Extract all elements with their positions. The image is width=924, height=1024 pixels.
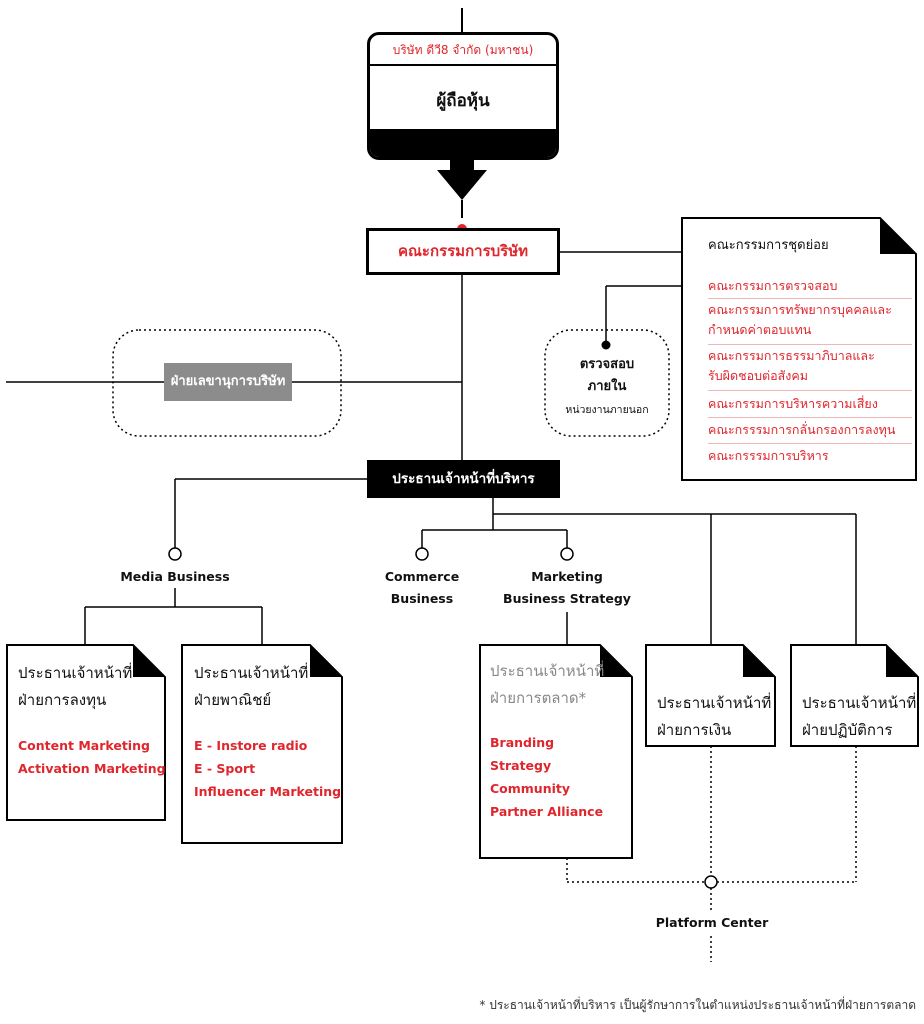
department-marketing-items: Branding Strategy Community Partner Alli… <box>490 731 603 823</box>
department-title-line1: ประธานเจ้าหน้าที่ <box>18 664 133 682</box>
internal-audit-title: ตรวจสอบ ภายใน <box>545 354 669 398</box>
department-commerce-items: E - Instore radio E - Sport Influencer M… <box>194 734 341 803</box>
department-operations: ประธานเจ้าหน้าที่ ฝ่ายปฏิบัติการ <box>802 690 916 744</box>
commerce-line1: Commerce <box>384 569 460 584</box>
subcommittee-item: คณะกรรมการทรัพยากรบุคคลและ กำหนดค่าตอบแท… <box>708 302 892 337</box>
subcommittee-item: คณะกรรมการตรวจสอบ <box>708 278 838 293</box>
card-divider <box>370 64 556 66</box>
down-arrow-icon <box>437 160 487 200</box>
department-item: Community <box>490 781 571 796</box>
subcommittee-note-shape <box>681 217 917 481</box>
footnote: * ประธานเจ้าหน้าที่บริหาร เป็นผู้รักษากา… <box>479 998 916 1012</box>
department-title-line1: ประธานเจ้าหน้าที่ <box>194 664 309 682</box>
department-title-line2: ฝ่ายการลงทุน <box>18 691 107 709</box>
department-finance: ประธานเจ้าหน้าที่ ฝ่ายการเงิน <box>657 690 771 744</box>
department-title-line1: ประธานเจ้าหน้าที่ <box>802 694 917 712</box>
internal-audit-subtitle: หน่วยงานภายนอก <box>565 404 649 416</box>
card-footer-band <box>370 129 556 157</box>
platform-center-label: Platform Center <box>655 915 769 930</box>
company-name: บริษัท ดีวี8 จำกัด (มหาชน) <box>392 43 534 57</box>
item-separator <box>708 298 912 299</box>
department-item: Activation Marketing <box>18 761 166 776</box>
department-item: Influencer Marketing <box>194 784 342 799</box>
subcommittee-item: คณะกรรรมการบริหาร <box>708 448 829 463</box>
item-separator <box>708 390 912 391</box>
subcommittee-item: คณะกรรรมการกลั่นกรองการลงทุน <box>708 422 896 437</box>
department-title-line2: ฝ่ายพาณิชย์ <box>194 691 272 709</box>
department-title-line2: ฝ่ายปฏิบัติการ <box>802 721 893 739</box>
shareholders-title: ผู้ถือหุ้น <box>436 91 490 111</box>
subcommittee-item: คณะกรรมการบริหารความเสี่ยง <box>708 396 878 411</box>
department-title-line1: ประธานเจ้าหน้าที่ <box>490 662 605 680</box>
department-commerce: ประธานเจ้าหน้าที่ ฝ่ายพาณิชย์ <box>194 660 308 714</box>
marketing-line1: Marketing <box>531 569 603 584</box>
item-separator <box>708 443 912 444</box>
commerce-line2: Business <box>390 591 454 606</box>
item-separator <box>708 417 912 418</box>
subcommittee-title: คณะกรรมการชุดย่อย <box>708 238 829 253</box>
department-title-line2: ฝ่ายการเงิน <box>657 721 732 739</box>
item-separator <box>708 344 912 345</box>
internal-audit-line2: ภายใน <box>587 379 627 394</box>
department-item: Content Marketing <box>18 738 150 753</box>
department-item: E - Sport <box>194 761 256 776</box>
department-investment: ประธานเจ้าหน้าที่ ฝ่ายการลงทุน <box>18 660 132 714</box>
department-item: Strategy <box>490 758 552 773</box>
company-secretary-box: ฝ่ายเลขานุการบริษัท <box>164 363 292 401</box>
marketing-line2: Business Strategy <box>503 591 631 606</box>
shareholders-card: บริษัท ดีวี8 จำกัด (มหาชน) ผู้ถือหุ้น <box>367 32 559 160</box>
department-item: E - Instore radio <box>194 738 308 753</box>
board-of-directors-box: คณะกรรมการบริษัท <box>366 228 560 275</box>
department-investment-items: Content Marketing Activation Marketing <box>18 734 166 780</box>
media-business-label: Media Business <box>120 569 230 584</box>
internal-audit-line1: ตรวจสอบ <box>579 357 635 372</box>
commerce-business-label: Commerce Business <box>362 566 482 610</box>
subcommittee-item: คณะกรรมการธรรมาภิบาลและ รับผิดชอบต่อสังค… <box>708 348 875 383</box>
department-title-line2: ฝ่ายการตลาด* <box>490 689 587 707</box>
marketing-business-label: Marketing Business Strategy <box>492 566 642 610</box>
department-title-line1: ประธานเจ้าหน้าที่ <box>657 694 772 712</box>
audit-dotted-frame <box>544 329 670 437</box>
department-marketing: ประธานเจ้าหน้าที่ ฝ่ายการตลาด* <box>490 658 604 712</box>
subcommittee-note: คณะกรรมการชุดย่อย คณะกรรมการตรวจสอบ คณะก… <box>682 218 916 480</box>
department-item: Branding <box>490 735 555 750</box>
ceo-box: ประธานเจ้าหน้าที่บริหาร <box>367 460 560 498</box>
department-item: Partner Alliance <box>490 804 604 819</box>
